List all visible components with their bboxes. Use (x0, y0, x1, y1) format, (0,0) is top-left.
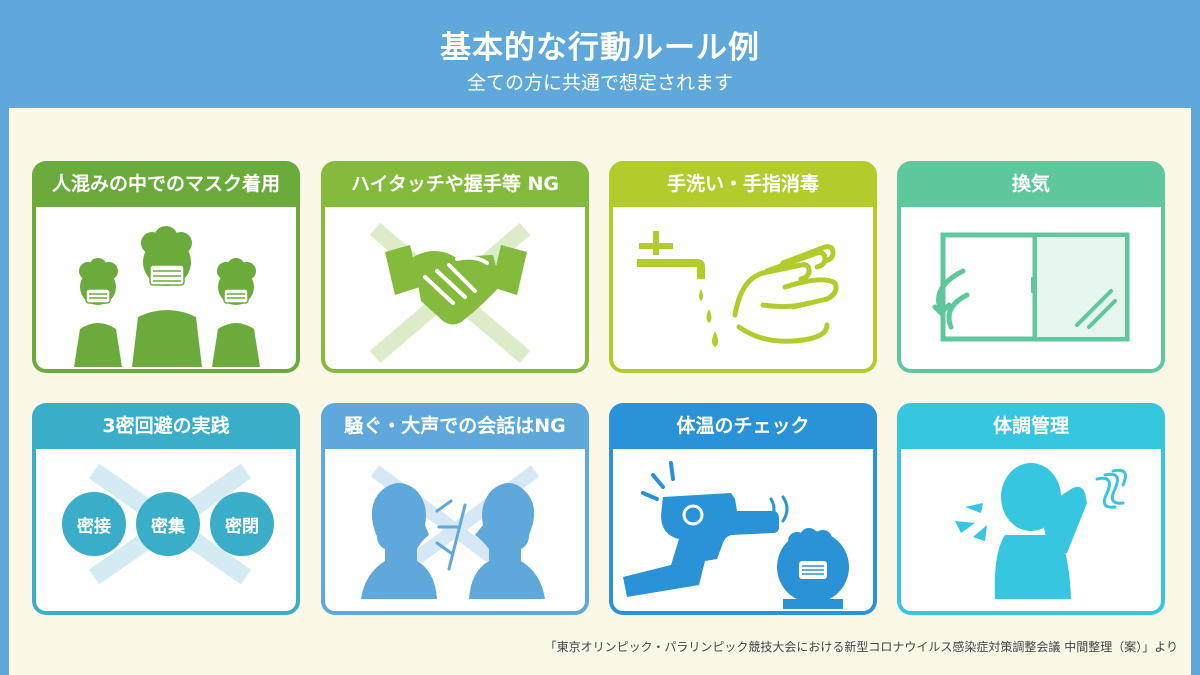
thermometer-check-icon (623, 461, 849, 609)
card-title: 体温のチェック (676, 415, 810, 437)
card-title: 3密回避の実践 (102, 415, 230, 437)
circle-label-crowded: 密集 (151, 517, 185, 537)
three-c-avoid-icon (62, 463, 274, 585)
circle-label-closed-space: 密閉 (225, 517, 259, 537)
page-title: 基本的な行動ルール例 (440, 30, 760, 66)
card-title: 人混みの中でのマスク着用 (51, 173, 280, 195)
handwashing-icon (637, 231, 839, 347)
handshake-crossed-icon (369, 222, 531, 364)
window-ventilation-icon (932, 232, 1130, 342)
card-mask: 人混みの中でのマスク着用 (32, 161, 300, 373)
card-title: ハイタッチや握手等 NG (351, 173, 559, 195)
loud-talk-crossed-icon (361, 465, 545, 599)
card-title: 手洗い・手指消毒 (666, 173, 819, 195)
card-health: 体調管理 (897, 403, 1165, 615)
card-temperature: 体温のチェック (609, 403, 877, 615)
card-title: 換気 (1011, 173, 1050, 195)
card-loud-talk: 騒ぐ・大声での会話はNG (321, 403, 589, 615)
header: 基本的な行動ルール例 全ての方に共通で想定されます (0, 0, 1200, 108)
card-handwash: 手洗い・手指消毒 (609, 161, 877, 373)
card-three-c: 3密回避の実践 密接 密集 密閉 (32, 403, 300, 615)
card-handshake: ハイタッチや握手等 NG (321, 161, 589, 373)
page-subtitle: 全ての方に共通で想定されます (466, 72, 733, 94)
masked-crowd-icon (74, 226, 260, 367)
card-title: 体調管理 (992, 415, 1069, 437)
source-footnote: 「東京オリンピック・パラリンピック競技大会における新型コロナウイルス感染症対策調… (544, 640, 1178, 654)
card-title: 騒ぐ・大声での会話はNG (344, 415, 566, 437)
card-ventilation: 換気 (897, 161, 1165, 373)
circle-label-close-contact: 密接 (77, 517, 111, 537)
health-management-icon (955, 463, 1127, 599)
